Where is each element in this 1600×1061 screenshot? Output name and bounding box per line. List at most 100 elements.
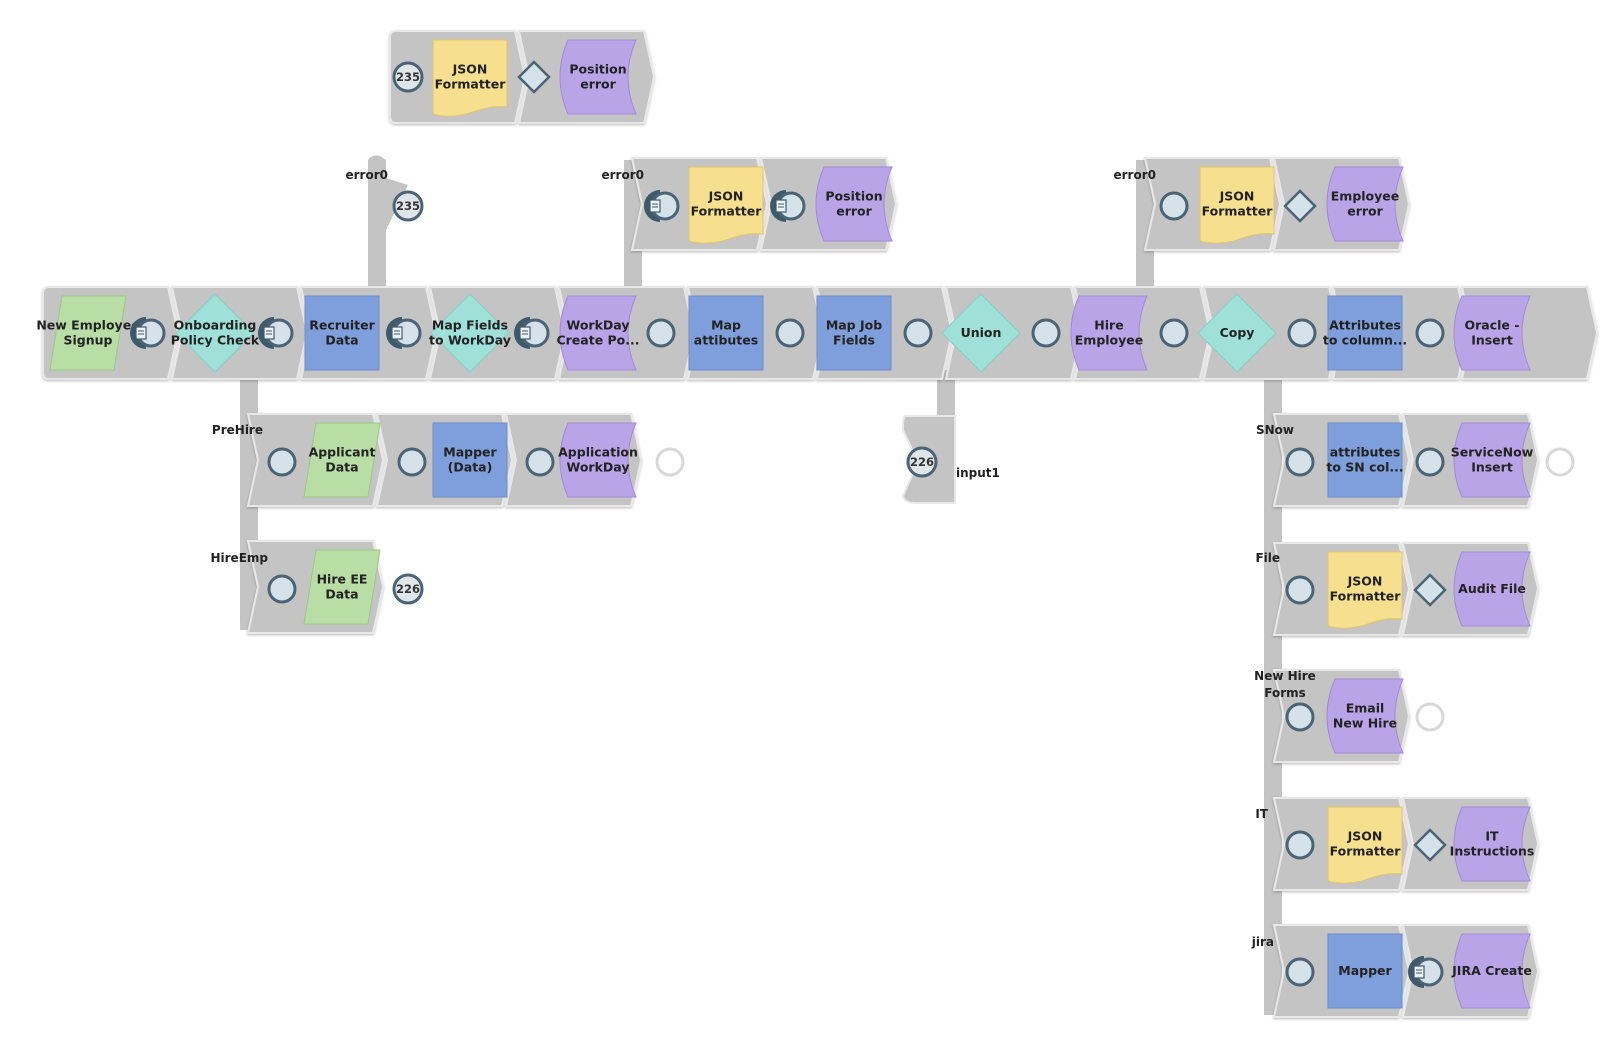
json-formatter-file-label-1: JSON: [1347, 574, 1383, 589]
json-formatter-it-label-2: Formatter: [1330, 844, 1402, 859]
badge-235-recruiter-error-text: 235: [396, 199, 420, 213]
port-application-in[interactable]: [525, 447, 555, 477]
error0-workday-stub: [624, 160, 642, 300]
hire-ee-data-label-2: Data: [325, 587, 358, 602]
label-new-hire-forms-1: New Hire: [1254, 669, 1316, 683]
new-employee-signup-label-2: Signup: [64, 333, 113, 348]
port-workday-error-in[interactable]: [644, 190, 680, 222]
oracle-insert-snap[interactable]: Oracle -Insert: [1453, 295, 1531, 371]
application-workday-label-2: WorkDay: [567, 460, 630, 475]
port-hire-error-in[interactable]: [1159, 191, 1189, 221]
port-newhire-in[interactable]: [1285, 702, 1315, 732]
port-file-in[interactable]: [1285, 575, 1315, 605]
port-it-formatter-out[interactable]: [1413, 828, 1447, 862]
port-hire-formatter-out[interactable]: [1283, 189, 1317, 223]
copy-branch-stub: [1264, 370, 1282, 1015]
label-input1: input1: [956, 466, 1000, 480]
email-new-hire-label-2: New Hire: [1333, 716, 1397, 731]
mapper-data-label-2: (Data): [448, 460, 493, 475]
port-application-out[interactable]: [655, 447, 685, 477]
badge-226-union-input[interactable]: 226: [906, 446, 938, 478]
port-main-7[interactable]: [903, 318, 933, 348]
port-file-formatter-out[interactable]: [1413, 573, 1447, 607]
port-main-3[interactable]: [386, 317, 422, 349]
port-servicenow-out[interactable]: [1545, 447, 1575, 477]
json-formatter-it-label-1: JSON: [1347, 829, 1383, 844]
hire-employee-label-2: Employee: [1075, 333, 1144, 348]
badge-226-hire-ee[interactable]: 226: [392, 573, 424, 605]
port-main-1[interactable]: [130, 317, 166, 349]
port-snow-in[interactable]: [1285, 447, 1315, 477]
port-mapper-data-in[interactable]: [397, 447, 427, 477]
jira-create-snap[interactable]: JIRA Create: [1451, 933, 1532, 1009]
label-error0-workday: error0: [602, 168, 645, 182]
error0-hire-stub: [1136, 160, 1154, 300]
port-main-11[interactable]: [1415, 318, 1445, 348]
port-main-2[interactable]: [258, 317, 294, 349]
port-jira-mapper-out[interactable]: [1408, 956, 1444, 988]
map-job-fields-label-2: Fields: [833, 333, 875, 348]
employee-error-label-1: Employee: [1331, 189, 1400, 204]
onboarding-policy-check-label-2: Policy Check: [171, 333, 260, 348]
port-main-5[interactable]: [646, 318, 676, 348]
port-jira-in[interactable]: [1285, 957, 1315, 987]
badge-235-recruiter-error[interactable]: 235: [392, 190, 424, 222]
port-main-4[interactable]: [514, 317, 550, 349]
map-job-fields-label-1: Map Job: [826, 318, 882, 333]
audit-file-label-1: Audit File: [1458, 581, 1526, 596]
port-main-10[interactable]: [1287, 318, 1317, 348]
attributes-to-column-label-1: Attributes: [1329, 318, 1401, 333]
port-hireemp-in[interactable]: [267, 574, 297, 604]
copy-snap[interactable]: Copy: [1197, 293, 1277, 373]
audit-file-snap[interactable]: Audit File: [1453, 551, 1531, 627]
mapper-data-snap[interactable]: Mapper(Data): [432, 422, 508, 498]
it-instructions-label-1: IT: [1485, 829, 1499, 844]
port-main-6[interactable]: [775, 318, 805, 348]
port-top-formatter-out[interactable]: [517, 60, 551, 94]
port-email-out[interactable]: [1415, 702, 1445, 732]
attributes-to-sn-col-label-1: attributes: [1330, 445, 1401, 460]
port-prehire-in[interactable]: [267, 447, 297, 477]
json-formatter-workday-error-label-1: JSON: [708, 189, 744, 204]
it-instructions-label-2: Instructions: [1450, 844, 1535, 859]
port-servicenow-in[interactable]: [1415, 447, 1445, 477]
badge-226-union-input-text: 226: [910, 455, 934, 469]
port-it-in[interactable]: [1285, 830, 1315, 860]
new-employee-signup-label-1: New Employee: [36, 318, 139, 333]
port-main-9[interactable]: [1159, 318, 1189, 348]
badge-235-top[interactable]: 235: [392, 61, 424, 93]
port-main-8[interactable]: [1031, 318, 1061, 348]
label-hireemp: HireEmp: [210, 551, 268, 565]
union-snap[interactable]: Union: [941, 293, 1021, 373]
map-fields-to-workday-label-1: Map Fields: [432, 318, 508, 333]
port-workday-formatter-out[interactable]: [770, 190, 806, 222]
mapper-jira-snap[interactable]: Mapper: [1327, 933, 1403, 1009]
recruiter-data-label-1: Recruiter: [309, 318, 375, 333]
